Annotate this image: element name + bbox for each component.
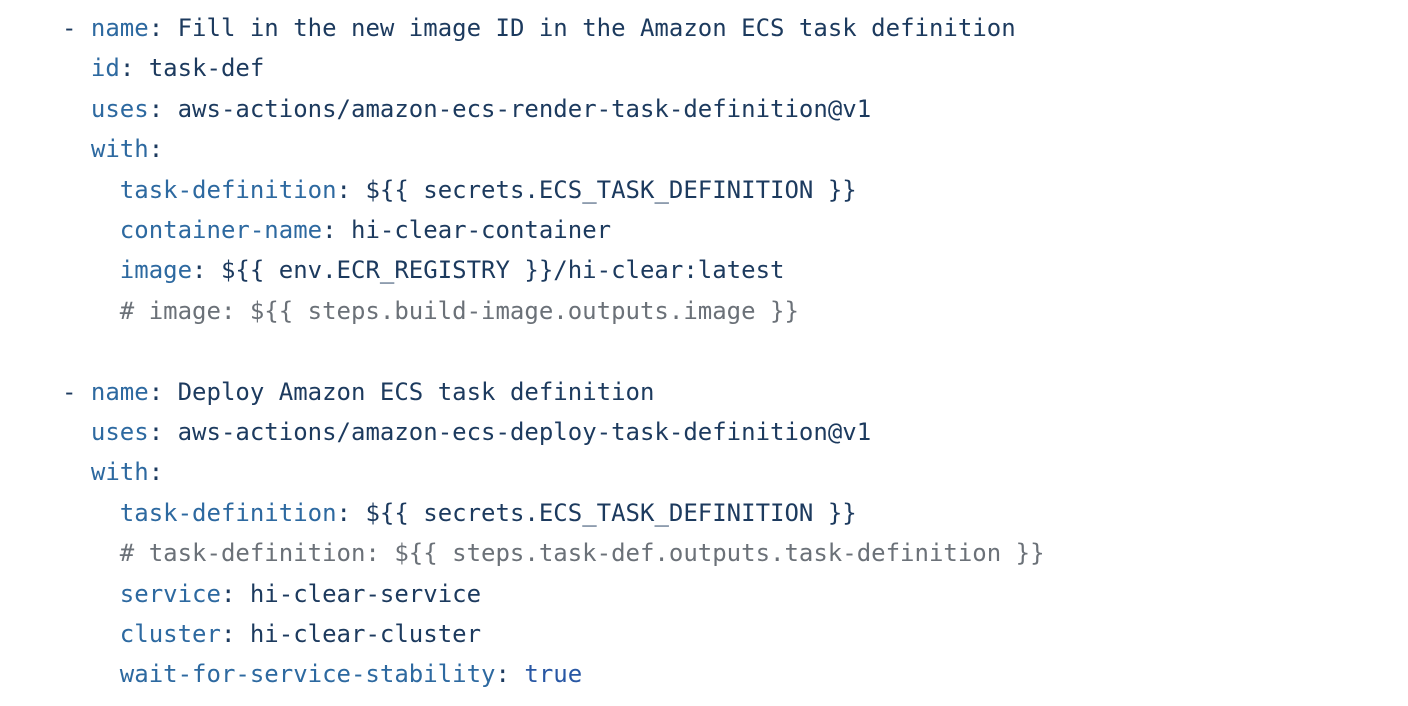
- code-token-value: Deploy Amazon ECS task definition: [177, 377, 655, 406]
- code-line: task-definition: ${{ secrets.ECS_TASK_DE…: [62, 493, 1388, 533]
- code-token-punct: :: [322, 216, 351, 245]
- code-token-punct: [62, 418, 91, 446]
- code-token-punct: [62, 458, 91, 486]
- code-token-key: id: [90, 54, 120, 83]
- code-token-punct: :: [336, 175, 366, 204]
- code-token-punct: :: [148, 377, 178, 406]
- code-token-punct: [62, 297, 120, 325]
- code-line: [62, 331, 1388, 371]
- code-token-key: cluster: [119, 620, 221, 649]
- code-token-value: ${{ secrets.ECS_TASK_DEFINITION }}: [365, 175, 857, 204]
- code-line: cluster: hi-clear-cluster: [62, 614, 1388, 654]
- code-line: # task-definition: ${{ steps.task-def.ou…: [62, 533, 1388, 573]
- code-line: - name: Deploy Amazon ECS task definitio…: [62, 372, 1388, 412]
- code-token-key: image: [119, 256, 193, 285]
- code-token-punct: [62, 660, 120, 688]
- code-token-punct: :: [192, 256, 221, 285]
- code-token-punct: :: [495, 660, 525, 689]
- code-token-punct: [62, 135, 91, 163]
- code-line: uses: aws-actions/amazon-ecs-deploy-task…: [62, 412, 1388, 452]
- code-token-value: ${{ env.ECR_REGISTRY }}/hi-clear:latest: [220, 256, 785, 285]
- code-line: with:: [62, 452, 1388, 492]
- code-token-key: uses: [90, 418, 149, 447]
- code-token-punct: [62, 256, 120, 284]
- code-token-punct: :: [119, 54, 149, 83]
- code-token-value: ${{ secrets.ECS_TASK_DEFINITION }}: [365, 498, 857, 527]
- code-line: id: task-def: [62, 48, 1388, 88]
- code-token-key: name: [90, 14, 149, 42]
- code-line: - name: Fill in the new image ID in the …: [62, 8, 1388, 48]
- code-token-punct: [62, 580, 120, 608]
- code-token-value: hi-clear-container: [351, 216, 612, 245]
- code-token-punct: :: [148, 135, 164, 164]
- code-token-punct: :: [220, 620, 250, 649]
- code-line: task-definition: ${{ secrets.ECS_TASK_DE…: [62, 170, 1388, 210]
- code-line: container-name: hi-clear-container: [62, 210, 1388, 250]
- code-token-key: container-name: [119, 216, 323, 245]
- code-token-punct: :: [336, 498, 366, 527]
- code-line: # image: ${{ steps.build-image.outputs.i…: [62, 291, 1388, 331]
- code-token-key: service: [119, 579, 221, 608]
- code-token-punct: [62, 176, 120, 204]
- code-token-comment: # image: ${{ steps.build-image.outputs.i…: [119, 296, 799, 325]
- code-token-punct: [62, 95, 91, 123]
- code-line: uses: aws-actions/amazon-ecs-render-task…: [62, 89, 1388, 129]
- code-token-punct: [62, 499, 120, 527]
- code-token-value: aws-actions/amazon-ecs-deploy-task-defin…: [177, 418, 872, 447]
- code-token-punct: -: [62, 377, 91, 406]
- code-line: wait-for-service-stability: true: [62, 654, 1388, 694]
- code-token-punct: :: [148, 418, 178, 447]
- code-token-value: task-def: [148, 54, 265, 83]
- code-token-key: uses: [90, 94, 149, 123]
- code-token-value: Fill in the new image ID in the Amazon E…: [177, 14, 1016, 42]
- code-token-punct: :: [220, 579, 250, 608]
- code-line: service: hi-clear-service: [62, 574, 1388, 614]
- code-token-punct: [62, 216, 120, 244]
- code-token-value: aws-actions/amazon-ecs-render-task-defin…: [177, 94, 872, 123]
- code-token-value: hi-clear-service: [249, 579, 482, 608]
- code-token-punct: :: [148, 458, 164, 487]
- code-token-value: hi-clear-cluster: [249, 620, 482, 649]
- code-token-punct: [62, 54, 91, 82]
- code-token-key: task-definition: [119, 175, 337, 204]
- code-line: with:: [62, 129, 1388, 169]
- code-token-punct: :: [148, 14, 178, 42]
- code-token-punct: [62, 620, 120, 648]
- code-token-key: name: [90, 377, 149, 406]
- code-token-key: task-definition: [119, 498, 337, 527]
- code-token-key: with: [90, 135, 149, 164]
- code-token-punct: :: [148, 94, 178, 123]
- code-token-bool: true: [524, 660, 583, 689]
- code-token-key: with: [90, 458, 149, 487]
- code-token-comment: # task-definition: ${{ steps.task-def.ou…: [119, 539, 1045, 568]
- code-token-punct: -: [62, 14, 91, 42]
- code-token-key: wait-for-service-stability: [119, 660, 496, 689]
- code-token-punct: [62, 539, 120, 567]
- code-line: image: ${{ env.ECR_REGISTRY }}/hi-clear:…: [62, 250, 1388, 290]
